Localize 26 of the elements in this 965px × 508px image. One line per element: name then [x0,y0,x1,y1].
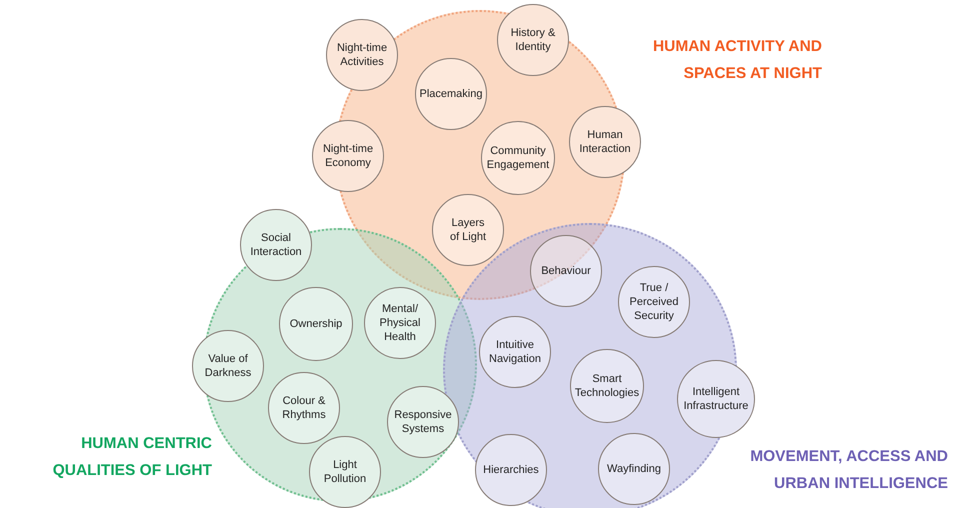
topic-label: Smart Technologies [574,372,640,400]
topic-label: Community Engagement [486,144,550,172]
topic-label: Responsive Systems [393,408,453,436]
topic-label: Night-time Activities [336,40,388,70]
topic-label: Light Pollution [322,458,368,486]
topic-label: Hierarchies [482,462,540,478]
topic-label: Intuitive Navigation [488,338,542,366]
topic-label: Intelligent Infrastructure [682,384,750,414]
topic-label: Mental/ Physical Health [378,302,422,344]
topic-circle [432,194,504,266]
topic-circle [309,436,381,508]
topic-label: True / Perceived Security [628,280,680,324]
topic-label: Social Interaction [249,230,303,260]
topic-label: Night-time Economy [322,142,374,170]
topic-label: History & Identity [510,26,556,54]
group-heading: HUMAN ACTIVITY AND SPACES AT NIGHT [652,37,822,84]
topic-label: Wayfinding [606,462,662,476]
topic-label: Placemaking [418,86,484,102]
group-heading: MOVEMENT, ACCESS AND URBAN INTELLIGENCE [749,447,948,494]
group-heading: HUMAN CENTRIC QUALITIES OF LIGHT [52,434,212,482]
topic-label: Value of Darkness [204,352,252,380]
topic-label: Colour & Rhythms [281,394,327,422]
topic-label: Human Interaction [578,128,632,156]
topic-label: Layers of Light [448,216,488,244]
topic-label: Behaviour [540,264,592,278]
topic-label: Ownership [288,316,344,332]
